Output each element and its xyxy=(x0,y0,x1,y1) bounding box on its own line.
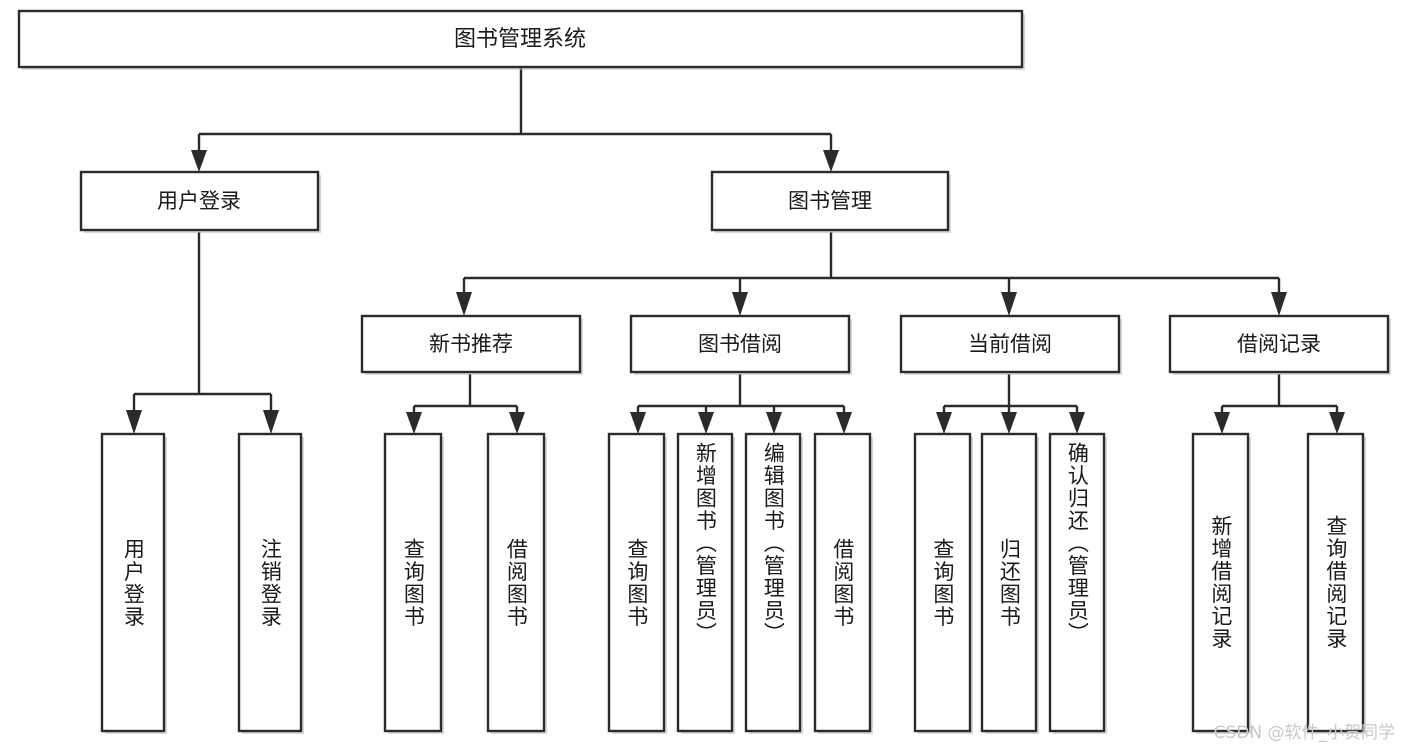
node-current-borrow-label: 当前借阅 xyxy=(968,332,1052,356)
leaf-borrow-book-2[interactable] xyxy=(813,432,873,734)
node-new-book-rec[interactable]: 新书推荐 xyxy=(360,314,583,375)
arrow-book-mgmt-to-borrow-record xyxy=(1271,292,1287,316)
leaf-query-book-3[interactable] xyxy=(913,432,973,734)
node-book-mgmt[interactable]: 图书管理 xyxy=(710,170,951,233)
node-book-borrow[interactable]: 图书借阅 xyxy=(629,314,852,375)
node-book-mgmt-label: 图书管理 xyxy=(788,189,872,213)
leaf-query-record[interactable] xyxy=(1306,432,1366,734)
edge-borrow-record-trunk xyxy=(1220,374,1339,416)
node-current-borrow[interactable]: 当前借阅 xyxy=(899,314,1122,375)
leaf-borrow-book-1[interactable] xyxy=(486,432,547,734)
arrow-user-login-to-leaf-user-login xyxy=(126,410,142,434)
arrow-book-borrow-to-borrow-book xyxy=(836,412,852,434)
leaf-query-book-2[interactable] xyxy=(607,432,667,734)
arrow-borrow-record-to-query-record xyxy=(1329,412,1345,434)
arrow-new-book-rec-to-borrow-book xyxy=(509,412,525,434)
arrow-user-login-to-leaf-logout xyxy=(263,410,279,434)
arrow-new-book-rec-to-query-book xyxy=(406,412,422,434)
edge-book-mgmt-trunk xyxy=(462,232,1281,296)
leaf-return-book[interactable] xyxy=(980,432,1039,734)
leaf-edit-book[interactable] xyxy=(744,432,803,734)
edge-book-borrow-trunk xyxy=(636,374,846,416)
arrow-current-borrow-to-query-book xyxy=(936,412,952,434)
arrow-book-borrow-to-query-book xyxy=(630,412,646,434)
arrow-current-borrow-to-confirm-return xyxy=(1069,412,1085,434)
leaf-query-book-1[interactable] xyxy=(383,432,444,734)
arrow-book-borrow-to-add-book xyxy=(698,412,714,434)
node-root[interactable]: 图书管理系统 xyxy=(17,9,1025,70)
node-user-login-label: 用户登录 xyxy=(157,189,241,213)
edge-user-login-trunk xyxy=(132,232,273,414)
arrow-root-to-book-mgmt xyxy=(823,150,839,172)
arrow-borrow-record-to-add-record xyxy=(1214,412,1230,434)
node-borrow-record-label: 借阅记录 xyxy=(1237,332,1321,356)
node-user-login[interactable]: 用户登录 xyxy=(79,170,321,233)
leaf-user-login[interactable] xyxy=(100,432,167,734)
node-layer: 图书管理系统 用户登录 图书管理 新书推荐 xyxy=(17,9,1391,734)
node-book-borrow-label: 图书借阅 xyxy=(698,332,782,356)
leaf-confirm-return[interactable] xyxy=(1048,432,1107,734)
node-new-book-rec-label: 新书推荐 xyxy=(429,332,513,356)
arrow-book-mgmt-to-current-borrow xyxy=(1001,292,1017,316)
arrow-book-mgmt-to-book-borrow xyxy=(732,292,748,316)
edge-root-trunk xyxy=(197,68,833,154)
arrow-book-borrow-to-edit-book xyxy=(766,412,782,434)
arrow-root-to-user-login xyxy=(191,150,207,172)
csdn-watermark: CSDN @软件_小贺同学 xyxy=(1213,723,1395,743)
edge-current-borrow-trunk xyxy=(942,374,1079,416)
leaf-add-book[interactable] xyxy=(676,432,735,734)
leaf-logout[interactable] xyxy=(237,432,304,734)
arrow-book-mgmt-to-new-book-rec xyxy=(456,292,472,316)
node-borrow-record[interactable]: 借阅记录 xyxy=(1168,314,1391,375)
leaf-add-record[interactable] xyxy=(1191,432,1251,734)
edge-new-book-rec-trunk xyxy=(412,374,519,416)
node-root-label: 图书管理系统 xyxy=(454,27,586,52)
arrow-current-borrow-to-return-book xyxy=(1001,412,1017,434)
edge-layer xyxy=(126,68,1345,434)
